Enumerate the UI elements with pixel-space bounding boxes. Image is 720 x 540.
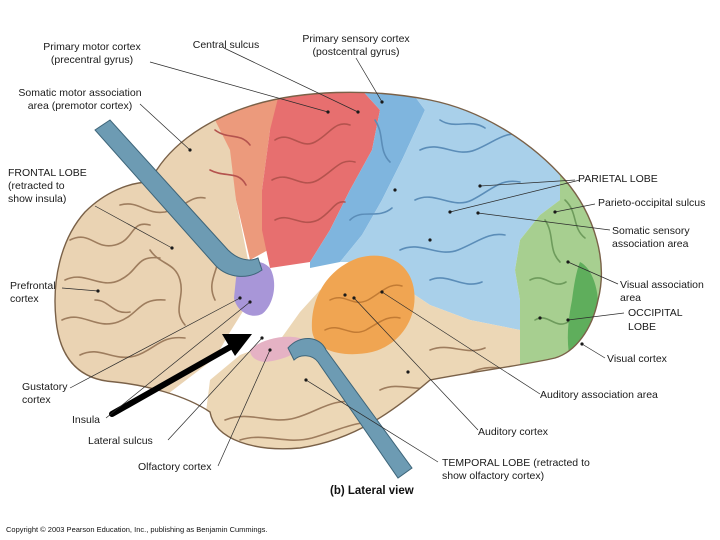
insula-pointer-arrow [109, 343, 235, 417]
auditory-association-region [311, 255, 415, 355]
label-visual-cortex: Visual cortex [607, 353, 668, 365]
label-line: cortex [10, 293, 39, 305]
label-line: show insula) [8, 193, 66, 205]
label-line: Central sulcus [193, 39, 260, 51]
label-central-sulcus: Central sulcus [193, 39, 260, 51]
label-line: Prefrontal [10, 280, 56, 292]
label-lateral-sulcus: Lateral sulcus [88, 435, 153, 447]
olfactory-cortex-region [250, 336, 305, 362]
label-line: Primary sensory cortex [302, 33, 410, 45]
figure-caption: (b) Lateral view [330, 485, 414, 497]
premotor-cortex-region [180, 92, 300, 260]
label-olfactory-cortex: Olfactory cortex [138, 461, 212, 473]
label-line: area [620, 292, 641, 304]
label-line: TEMPORAL LOBE (retracted to [442, 457, 590, 469]
label-line: (postcentral gyrus) [313, 46, 400, 58]
label-line: show olfactory cortex) [442, 470, 544, 482]
visual-association-region [515, 120, 602, 380]
brain-outline [54, 91, 602, 450]
label-line: Insula [72, 414, 100, 426]
label-line: (retracted to [8, 180, 65, 192]
label-line: Auditory association area [540, 389, 658, 401]
label-parietal-lobe: PARIETAL LOBE [578, 173, 658, 185]
label-line: Visual cortex [607, 353, 668, 365]
label-line: FRONTAL LOBE [8, 167, 87, 179]
label-line: Visual association [620, 279, 704, 291]
label-line: Lateral sulcus [88, 435, 153, 447]
primary-sensory-cortex-region [310, 92, 425, 268]
label-line: OCCIPITAL [628, 307, 683, 319]
label-line: association area [612, 238, 689, 250]
label-line: area (premotor cortex) [28, 100, 132, 112]
label-line: cortex [22, 394, 51, 406]
label-line: Auditory cortex [478, 426, 549, 438]
label-primary-motor-cortex: Primary motor cortex(precentral gyrus) [43, 41, 141, 66]
insula-pointer-arrowhead [222, 334, 252, 356]
text-labels: Primary motor cortex(precentral gyrus) Ce… [8, 33, 705, 482]
leader-lines [61, 47, 625, 467]
label-line: Primary motor cortex [43, 41, 141, 53]
label-line: (precentral gyrus) [51, 54, 133, 66]
label-line: PARIETAL LOBE [578, 173, 658, 185]
label-occipital-lobe: OCCIPITAL LOBE [628, 307, 683, 333]
copyright-notice: Copyright © 2003 Pearson Education, Inc.… [6, 525, 268, 534]
leader-endpoint-dots [96, 100, 584, 382]
temporal-retractor-instrument [287, 338, 413, 479]
label-line: Olfactory cortex [138, 461, 212, 473]
label-line: Parieto-occipital sulcus [598, 197, 705, 209]
label-line: Gustatory [22, 381, 68, 393]
label-line: Somatic sensory [612, 225, 690, 237]
label-line: LOBE [628, 321, 656, 333]
frontal-retractor-instrument [94, 119, 263, 277]
label-auditory-cortex: Auditory cortex [478, 426, 549, 438]
label-auditory-association: Auditory association area [540, 389, 658, 401]
label-parieto-occipital-sulcus: Parieto-occipital sulcus [598, 197, 705, 209]
label-primary-sensory-cortex: Primary sensory cortex(postcentral gyrus… [302, 33, 410, 58]
label-line: Somatic motor association [18, 87, 141, 99]
label-insula: Insula [72, 414, 100, 426]
